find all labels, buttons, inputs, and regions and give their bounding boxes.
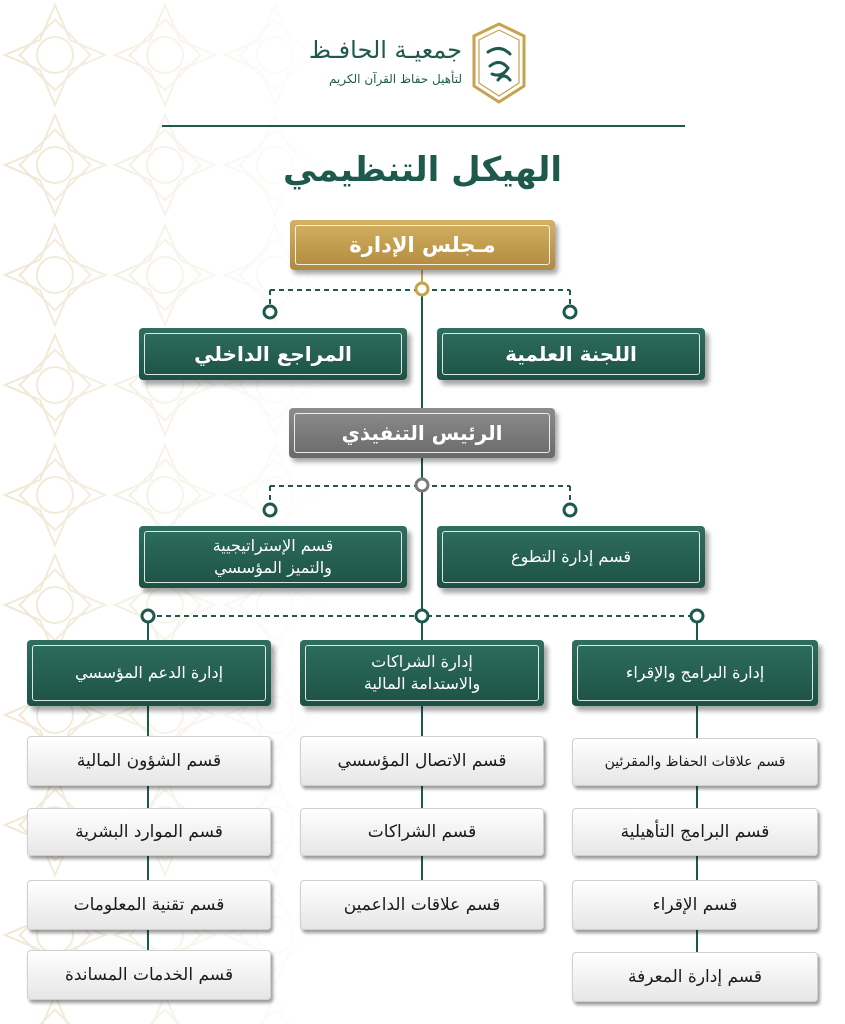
org-name: جمعيـة الحافـظ [312, 38, 462, 62]
board-label: مـجلس الإدارة [349, 233, 495, 257]
partnerships-label-line2: والاستدامة المالية [364, 674, 480, 693]
strategy-label-line2: والتميز المؤسسي [214, 558, 332, 577]
section-box: قسم الاتصال المؤسسي [300, 736, 544, 786]
section-box: قسم الموارد البشرية [27, 808, 271, 856]
support-department-label: إدارة الدعم المؤسسي [75, 662, 223, 684]
section-box: قسم الخدمات المساندة [27, 950, 271, 1000]
volunteering-section-label: قسم إدارة التطوع [511, 546, 631, 568]
strategy-label-line1: قسم الإستراتيجيية [213, 536, 334, 555]
scientific-committee-label: اللجنة العلمية [505, 342, 637, 366]
section-box: قسم الشؤون المالية [27, 736, 271, 786]
ceo-box: الرئيس التنفيذي [289, 408, 555, 458]
section-box: قسم علاقات الداعمين [300, 880, 544, 930]
page-title: الهيكل التنظيمي [0, 150, 845, 190]
section-box: قسم علاقات الحفاظ والمقرئين [572, 738, 818, 786]
section-box: قسم البرامج التأهيلية [572, 808, 818, 856]
section-label: قسم إدارة المعرفة [628, 967, 762, 987]
section-label: قسم علاقات الداعمين [344, 895, 501, 915]
section-label: قسم الشؤون المالية [77, 751, 221, 771]
section-label: قسم تقنية المعلومات [74, 895, 225, 915]
strategy-section-box: قسم الإستراتيجيية والتميز المؤسسي [139, 526, 407, 588]
section-box: قسم الإقراء [572, 880, 818, 930]
section-label: قسم الشراكات [368, 822, 476, 842]
section-box: قسم إدارة المعرفة [572, 952, 818, 1002]
org-subtitle: لتأهيل حفاظ القرآن الكريم [312, 72, 462, 86]
section-label: قسم الموارد البشرية [75, 822, 223, 842]
header-divider [162, 125, 685, 127]
section-label: قسم الاتصال المؤسسي [338, 751, 507, 771]
internal-audit-box: المراجع الداخلي [139, 328, 407, 380]
support-department-box: إدارة الدعم المؤسسي [27, 640, 271, 706]
partnerships-label-line1: إدارة الشراكات [371, 652, 473, 671]
section-label: قسم الخدمات المساندة [65, 965, 233, 985]
section-label: قسم الإقراء [653, 895, 738, 915]
board-box: مـجلس الإدارة [290, 220, 555, 270]
section-label: قسم علاقات الحفاظ والمقرئين [605, 754, 786, 770]
strategy-section-label: قسم الإستراتيجيية والتميز المؤسسي [213, 535, 334, 578]
hafiz-logo-icon [470, 22, 528, 104]
partnerships-department-box: إدارة الشراكات والاستدامة المالية [300, 640, 544, 706]
section-label: قسم البرامج التأهيلية [621, 822, 770, 842]
section-box: قسم تقنية المعلومات [27, 880, 271, 930]
programs-department-box: إدارة البرامج والإقراء [572, 640, 818, 706]
partnerships-department-label: إدارة الشراكات والاستدامة المالية [364, 651, 480, 694]
scientific-committee-box: اللجنة العلمية [437, 328, 705, 380]
programs-department-label: إدارة البرامج والإقراء [626, 662, 764, 684]
ceo-label: الرئيس التنفيذي [342, 421, 503, 445]
section-box: قسم الشراكات [300, 808, 544, 856]
internal-audit-label: المراجع الداخلي [194, 342, 352, 366]
volunteering-section-box: قسم إدارة التطوع [437, 526, 705, 588]
